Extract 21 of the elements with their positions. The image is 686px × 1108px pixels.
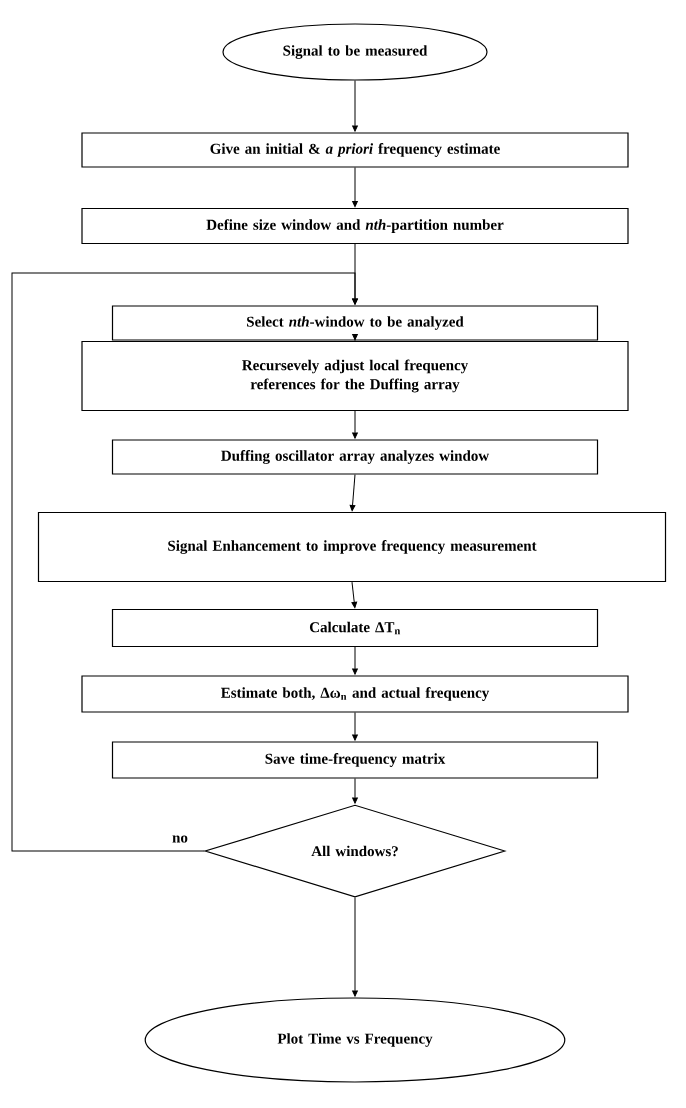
- process-box: Select nth-window to be analyzed: [111, 305, 599, 341]
- edge-label: no: [171, 834, 189, 844]
- process-box: Recursevely adjust local frequency references for the Duffing array: [81, 340, 629, 412]
- arrow: [11, 272, 358, 852]
- arrow: [352, 712, 358, 741]
- process-box: Give an initial & a priori frequency estimate: [81, 132, 629, 168]
- arrow: [352, 646, 358, 675]
- arrow: [352, 80, 358, 132]
- arrow: [349, 474, 356, 512]
- process-box: Signal Enhancement to improve frequency measurement: [37, 511, 667, 583]
- arrow: [352, 167, 358, 208]
- process-box: Save time-frequency matrix: [111, 741, 599, 779]
- arrow: [352, 410, 358, 439]
- arrow: [352, 778, 358, 804]
- arrow: [351, 581, 358, 609]
- arrow: [352, 897, 358, 997]
- process-box: Calculate ΔT$_{n}$: [111, 608, 599, 648]
- process-box: Duffing oscillator array analyzes window: [111, 439, 599, 475]
- arrow: [352, 333, 358, 342]
- process-box: Estimate both, Δω$_{n}$ and actual frequency: [81, 675, 629, 713]
- process-box: Define size window and nth-partition number: [81, 207, 629, 245]
